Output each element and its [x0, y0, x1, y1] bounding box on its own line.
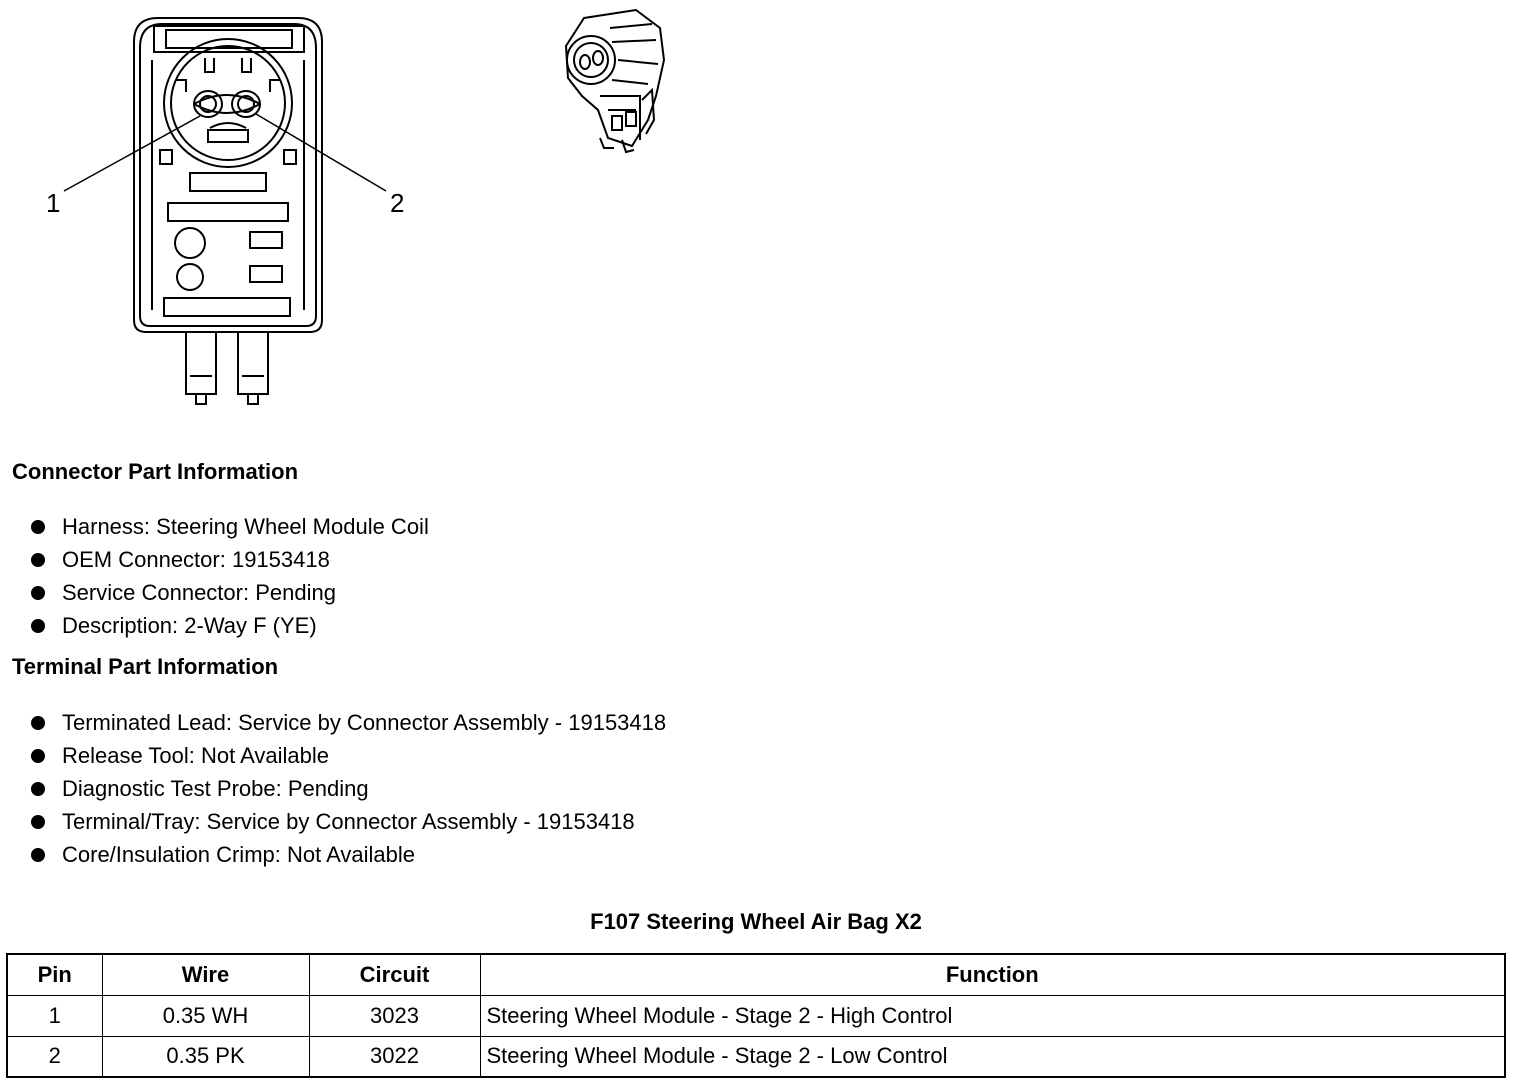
cell-function: Steering Wheel Module - Stage 2 - Low Co… — [479, 1035, 1506, 1078]
terminal-info-heading: Terminal Part Information — [12, 654, 279, 679]
callout-2: 2 — [390, 188, 404, 218]
terminal-info-list: Terminated Lead: Service by Connector As… — [30, 706, 666, 871]
list-item: Terminal/Tray: Service by Connector Asse… — [30, 805, 666, 838]
list-item: Service Connector: Pending — [30, 576, 429, 609]
bullet-icon — [31, 815, 45, 829]
cell-wire: 0.35 PK — [101, 1035, 310, 1078]
connector-iso-drawing — [564, 8, 666, 154]
bullet-icon — [31, 619, 45, 633]
cell-pin: 2 — [6, 1035, 103, 1078]
pinout-table: Pin Wire Circuit Function 1 0.35 WH 3023… — [6, 953, 1506, 1078]
list-item: OEM Connector: 19153418 — [30, 543, 429, 576]
cell-function: Steering Wheel Module - Stage 2 - High C… — [479, 994, 1506, 1037]
bullet-icon — [31, 716, 45, 730]
list-item: Description: 2-Way F (YE) — [30, 609, 429, 642]
connector-info-heading: Connector Part Information — [12, 459, 299, 484]
connector-face-drawing: 1 2 — [46, 8, 666, 405]
bullet-icon — [31, 553, 45, 567]
list-item: Core/Insulation Crimp: Not Available — [30, 838, 666, 871]
table-title: F107 Steering Wheel Air Bag X2 — [590, 909, 922, 934]
table-row: 1 0.35 WH 3023 Steering Wheel Module - S… — [6, 994, 1506, 1037]
list-item: Diagnostic Test Probe: Pending — [30, 772, 666, 805]
bullet-icon — [31, 520, 45, 534]
list-item: Terminated Lead: Service by Connector As… — [30, 706, 666, 739]
column-header-function: Function — [479, 953, 1506, 996]
bullet-icon — [31, 586, 45, 600]
table-row: 2 0.35 PK 3022 Steering Wheel Module - S… — [6, 1035, 1506, 1078]
table-header-row: Pin Wire Circuit Function — [6, 953, 1506, 996]
bullet-icon — [31, 848, 45, 862]
bullet-icon — [31, 749, 45, 763]
column-header-circuit: Circuit — [308, 953, 481, 996]
column-header-pin: Pin — [6, 953, 103, 996]
cell-circuit: 3022 — [308, 1035, 481, 1078]
list-item: Harness: Steering Wheel Module Coil — [30, 510, 429, 543]
cell-pin: 1 — [6, 994, 103, 1037]
column-header-wire: Wire — [101, 953, 310, 996]
cell-wire: 0.35 WH — [101, 994, 310, 1037]
callout-1: 1 — [46, 188, 60, 218]
bullet-icon — [31, 782, 45, 796]
cell-circuit: 3023 — [308, 994, 481, 1037]
connector-info-list: Harness: Steering Wheel Module Coil OEM … — [30, 510, 429, 642]
list-item: Release Tool: Not Available — [30, 739, 666, 772]
